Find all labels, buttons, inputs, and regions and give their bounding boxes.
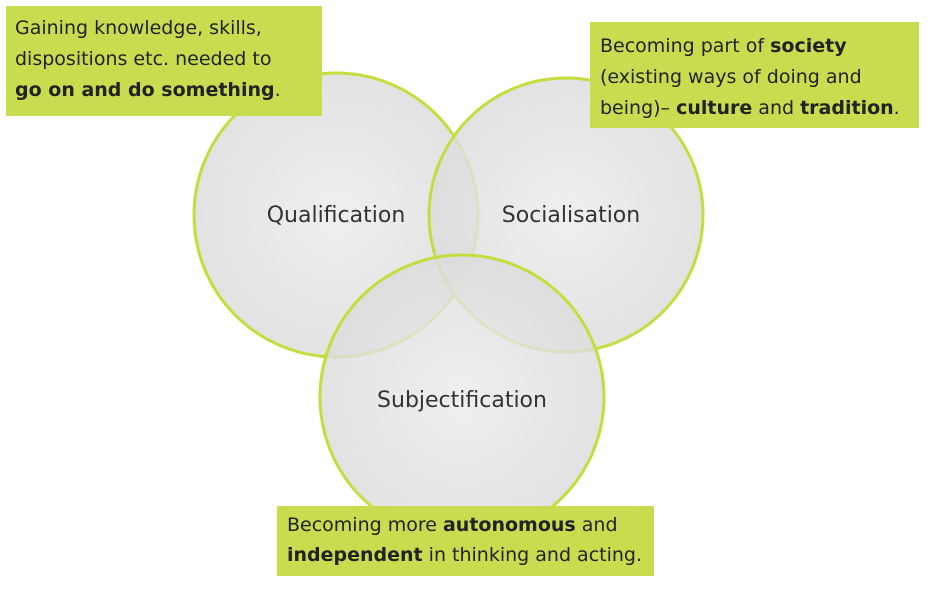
callout-socialisation-line3: being)– culture and tradition. — [600, 93, 919, 124]
callout-socialisation-period: . — [893, 97, 900, 119]
callout-socialisation-line2: (existing ways of doing and — [600, 66, 862, 88]
callout-socialisation-emphasis-tradition: tradition — [800, 97, 894, 119]
callout-subjectification: Becoming more autonomous and independent… — [277, 506, 654, 576]
callout-socialisation-emphasis-society: society — [770, 35, 847, 57]
callout-subjectification-emphasis-independent: independent — [287, 544, 423, 566]
callout-qualification-period: . — [274, 79, 281, 101]
callout-socialisation-line1: Becoming part of society — [600, 31, 919, 62]
callout-socialisation-text-a: Becoming part of — [600, 35, 771, 57]
label-subjectification: Subjectification — [377, 388, 547, 413]
callout-subjectification-text-b: and — [575, 514, 618, 536]
callout-qualification-line2: dispositions etc. needed to — [15, 48, 272, 70]
callout-qualification: Gaining knowledge, skills, dispositions … — [6, 6, 322, 116]
callout-subjectification-emphasis-autonomous: autonomous — [442, 514, 576, 536]
label-socialisation: Socialisation — [502, 203, 640, 228]
callout-subjectification-line2: independent in thinking and acting. — [287, 540, 654, 570]
callout-qualification-line3: go on and do something. — [15, 75, 322, 106]
callout-socialisation-text-c: and — [752, 97, 801, 119]
callout-subjectification-text-a: Becoming more — [287, 514, 443, 536]
callout-qualification-line1: Gaining knowledge, skills, — [15, 17, 262, 39]
callout-subjectification-text-c: in thinking and acting. — [422, 544, 643, 566]
callout-subjectification-line1: Becoming more autonomous and — [287, 510, 654, 540]
label-qualification: Qualification — [267, 203, 406, 228]
callout-qualification-emphasis: go on and do something — [15, 79, 275, 101]
callout-socialisation: Becoming part of society (existing ways … — [590, 22, 919, 128]
callout-socialisation-text-b: being)– — [600, 97, 677, 119]
callout-socialisation-emphasis-culture: culture — [676, 97, 753, 119]
